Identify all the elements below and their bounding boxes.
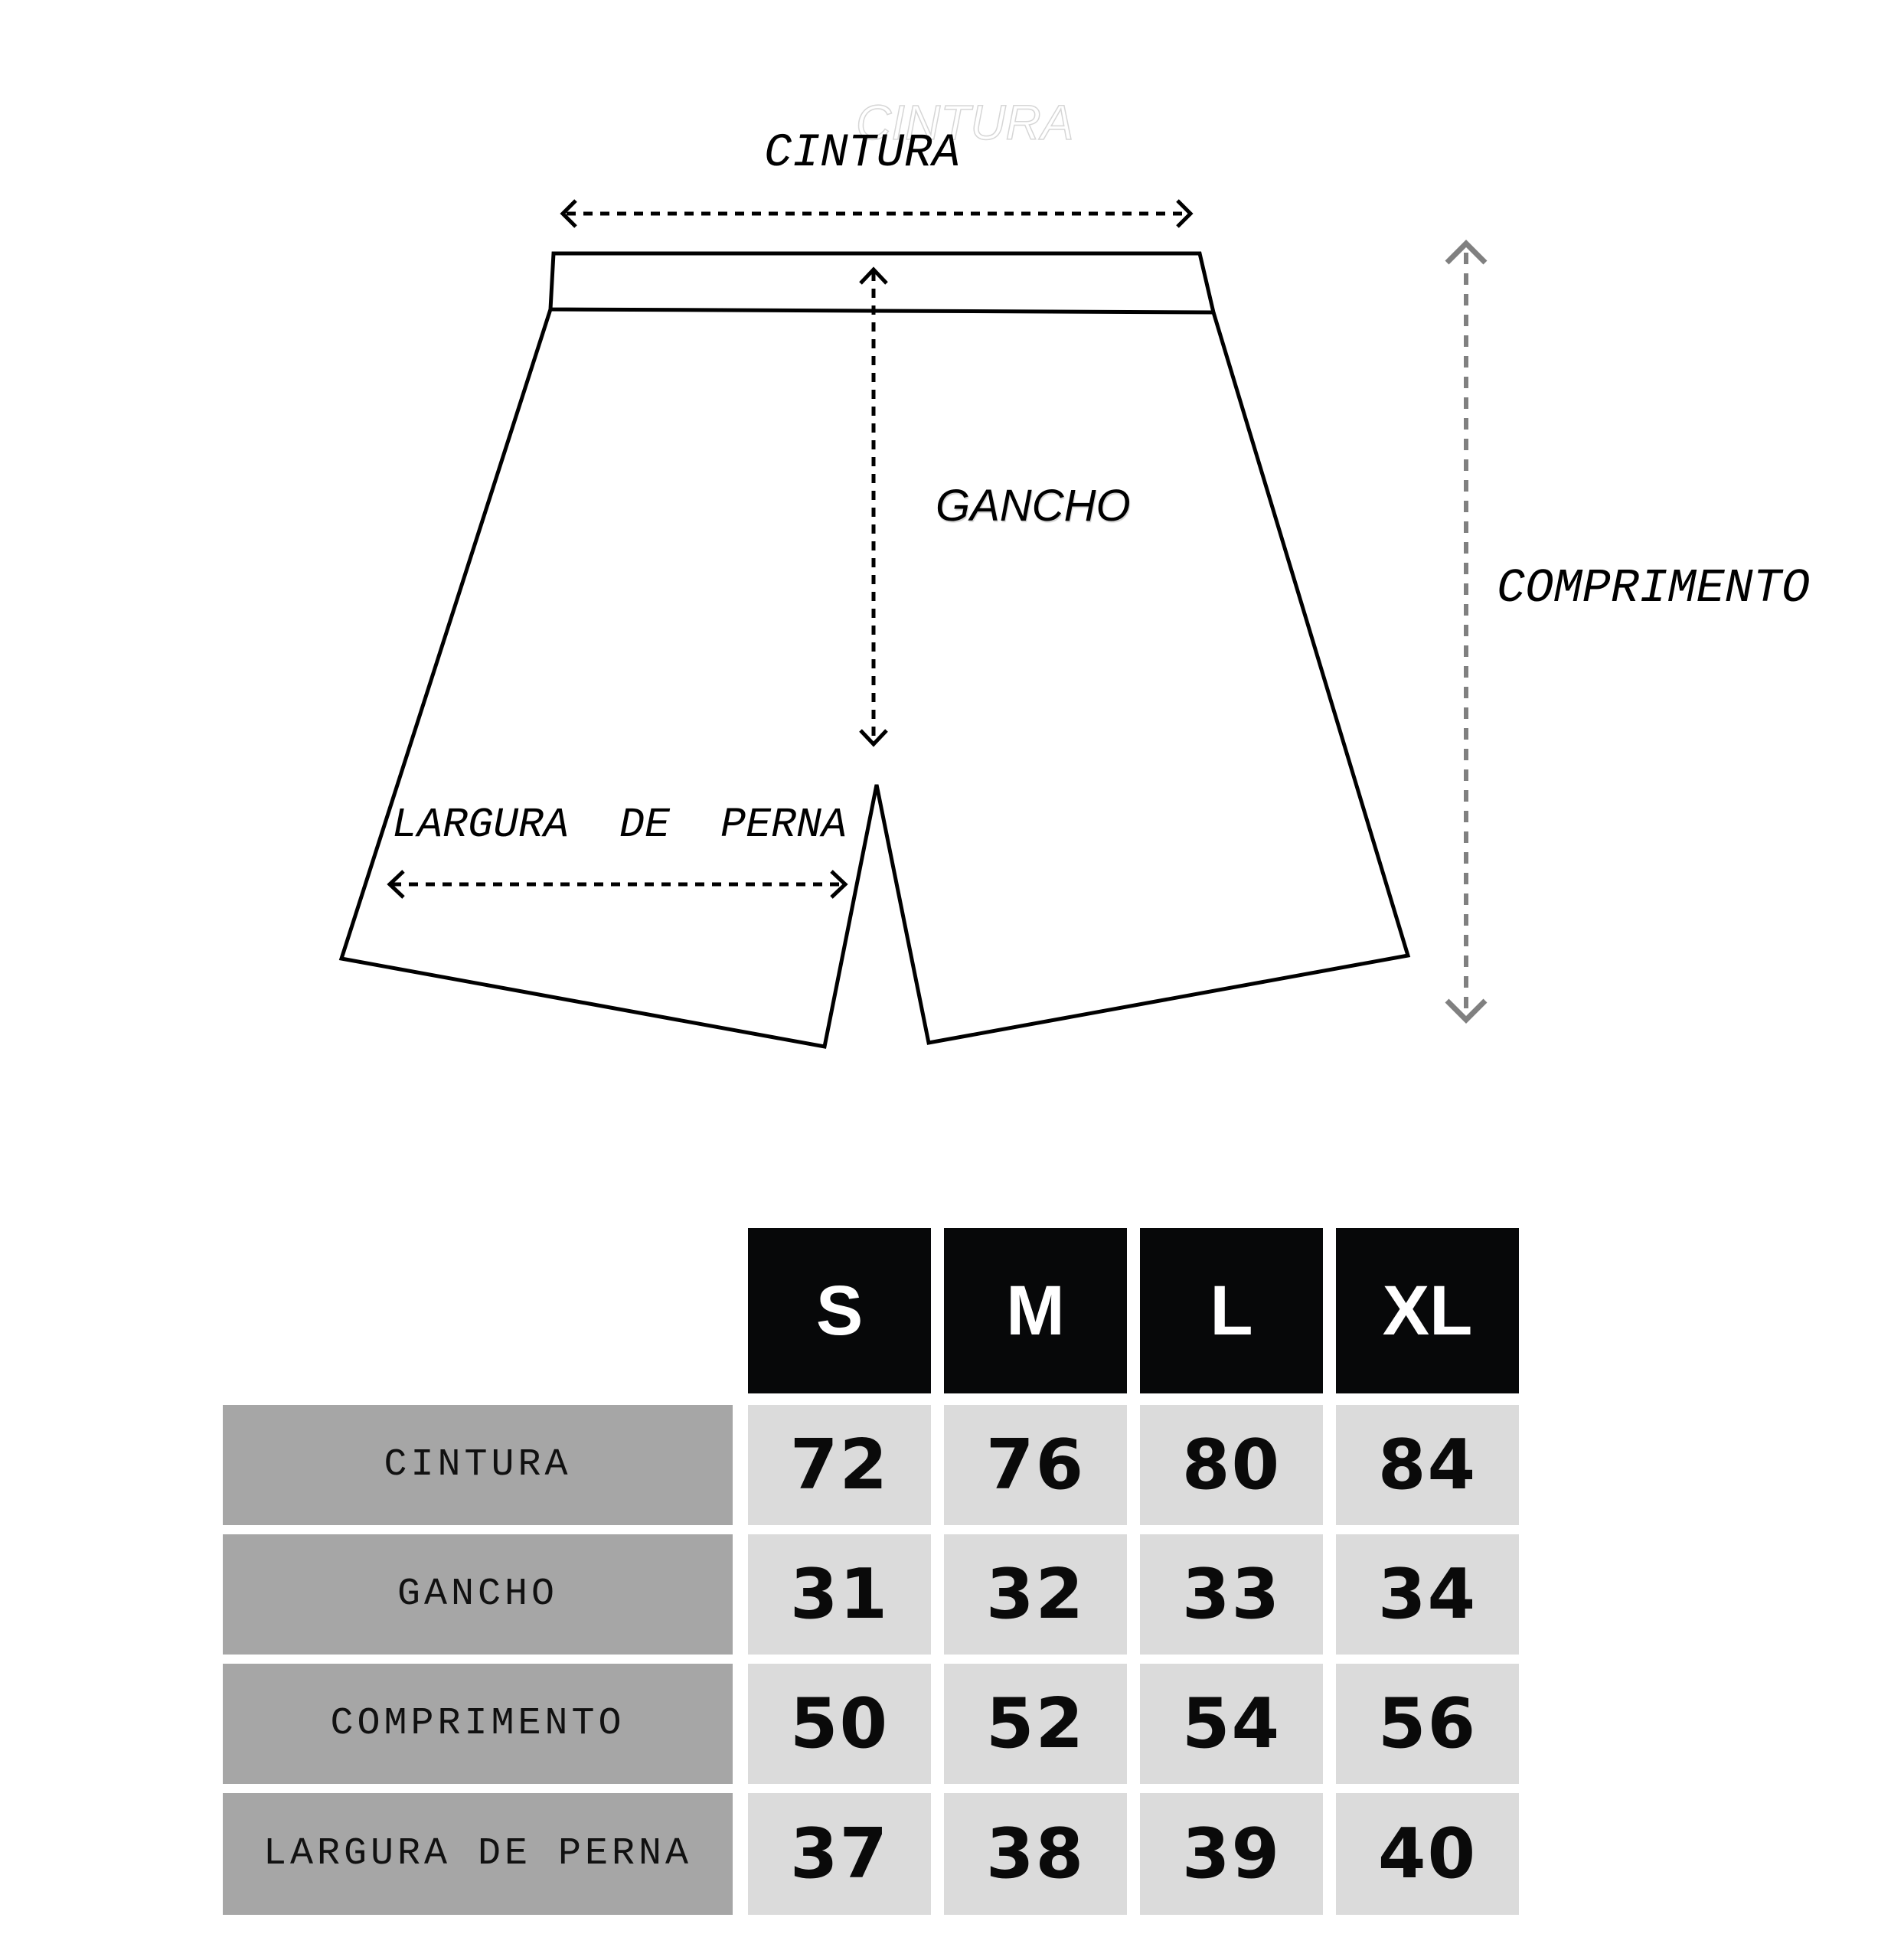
row-label-rise: GANCHO [223, 1534, 733, 1655]
value-length-xl: 56 [1336, 1664, 1519, 1784]
waist-label: CINTURA [764, 127, 961, 180]
row-label-waist: CINTURA [223, 1405, 733, 1525]
value-rise-l: 33 [1140, 1534, 1323, 1655]
value-waist-m: 76 [944, 1405, 1127, 1525]
waistband-outline [548, 251, 1217, 315]
value-rise-s: 31 [748, 1534, 931, 1655]
value-rise-xl: 34 [1336, 1534, 1519, 1655]
size-header-s: S [748, 1228, 931, 1393]
shorts-body-outline [338, 309, 1411, 1049]
waist-ghost-label: CINTURA [855, 95, 1074, 150]
waist-arrow-icon [560, 199, 1194, 228]
value-leg-width-l: 39 [1140, 1793, 1323, 1915]
value-waist-xl: 84 [1336, 1405, 1519, 1525]
leg-width-arrow-icon [387, 870, 848, 899]
size-header-xl: XL [1336, 1228, 1519, 1393]
value-waist-s: 72 [748, 1405, 931, 1525]
rise-label: GANCHO [936, 481, 1131, 531]
value-rise-m: 32 [944, 1534, 1127, 1655]
value-waist-l: 80 [1140, 1405, 1323, 1525]
value-leg-width-xl: 40 [1336, 1793, 1519, 1915]
rise-arrow-icon [859, 266, 888, 747]
leg-width-label: LARGURA DE PERNA [392, 801, 848, 849]
length-arrow-icon [1445, 240, 1488, 1024]
size-header-m: M [944, 1228, 1127, 1393]
shorts-diagram: CINTURA CINTURA GANCHO COMPRIMENTO LARGU… [338, 95, 1811, 1049]
length-label: COMPRIMENTO [1497, 561, 1811, 616]
value-length-l: 54 [1140, 1664, 1323, 1784]
size-header-l: L [1140, 1228, 1323, 1393]
value-leg-width-s: 37 [748, 1793, 931, 1915]
row-label-leg-width: LARGURA DE PERNA [223, 1793, 733, 1915]
row-label-length: COMPRIMENTO [223, 1664, 733, 1784]
value-leg-width-m: 38 [944, 1793, 1127, 1915]
shorts-outline-drawing [338, 199, 1488, 1049]
value-length-s: 50 [748, 1664, 931, 1784]
value-length-m: 52 [944, 1664, 1127, 1784]
